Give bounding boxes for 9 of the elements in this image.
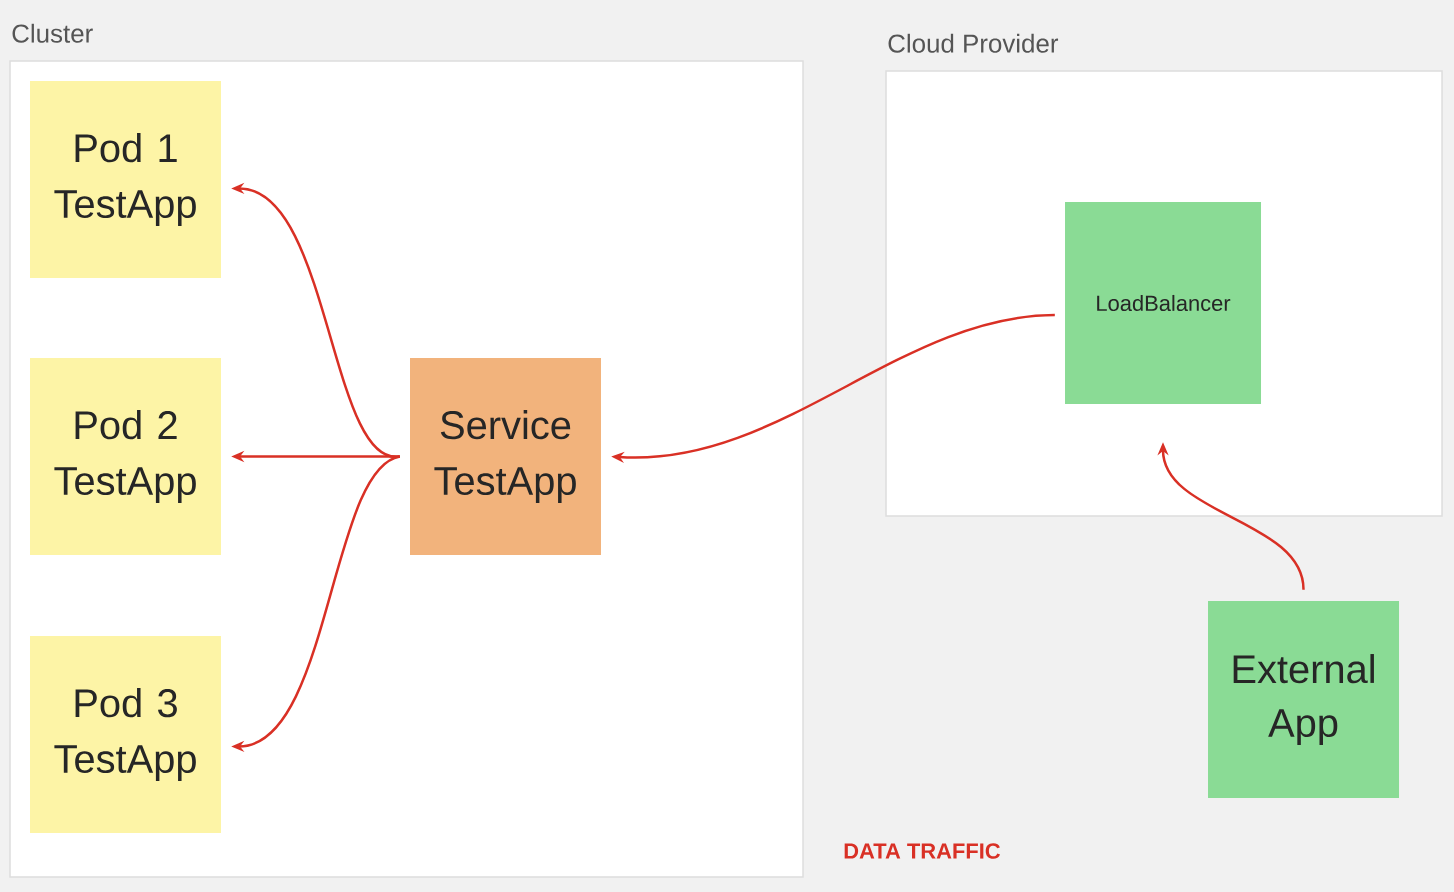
sticky-note: Pod 1 TestApp [30, 81, 221, 278]
sticky-note: LoadBalancer [1065, 202, 1261, 404]
sticky-note: Pod 2 TestApp [30, 358, 221, 555]
sticky-note: Pod 3 TestApp [30, 636, 221, 833]
sticky-note: External App [1208, 601, 1399, 798]
node-label: Cluster [12, 23, 93, 43]
note-label: DATA TRAFFIC [844, 843, 1001, 859]
node-label: Cloud Provider [888, 33, 1059, 53]
sticky-note: Service TestApp [410, 358, 601, 555]
